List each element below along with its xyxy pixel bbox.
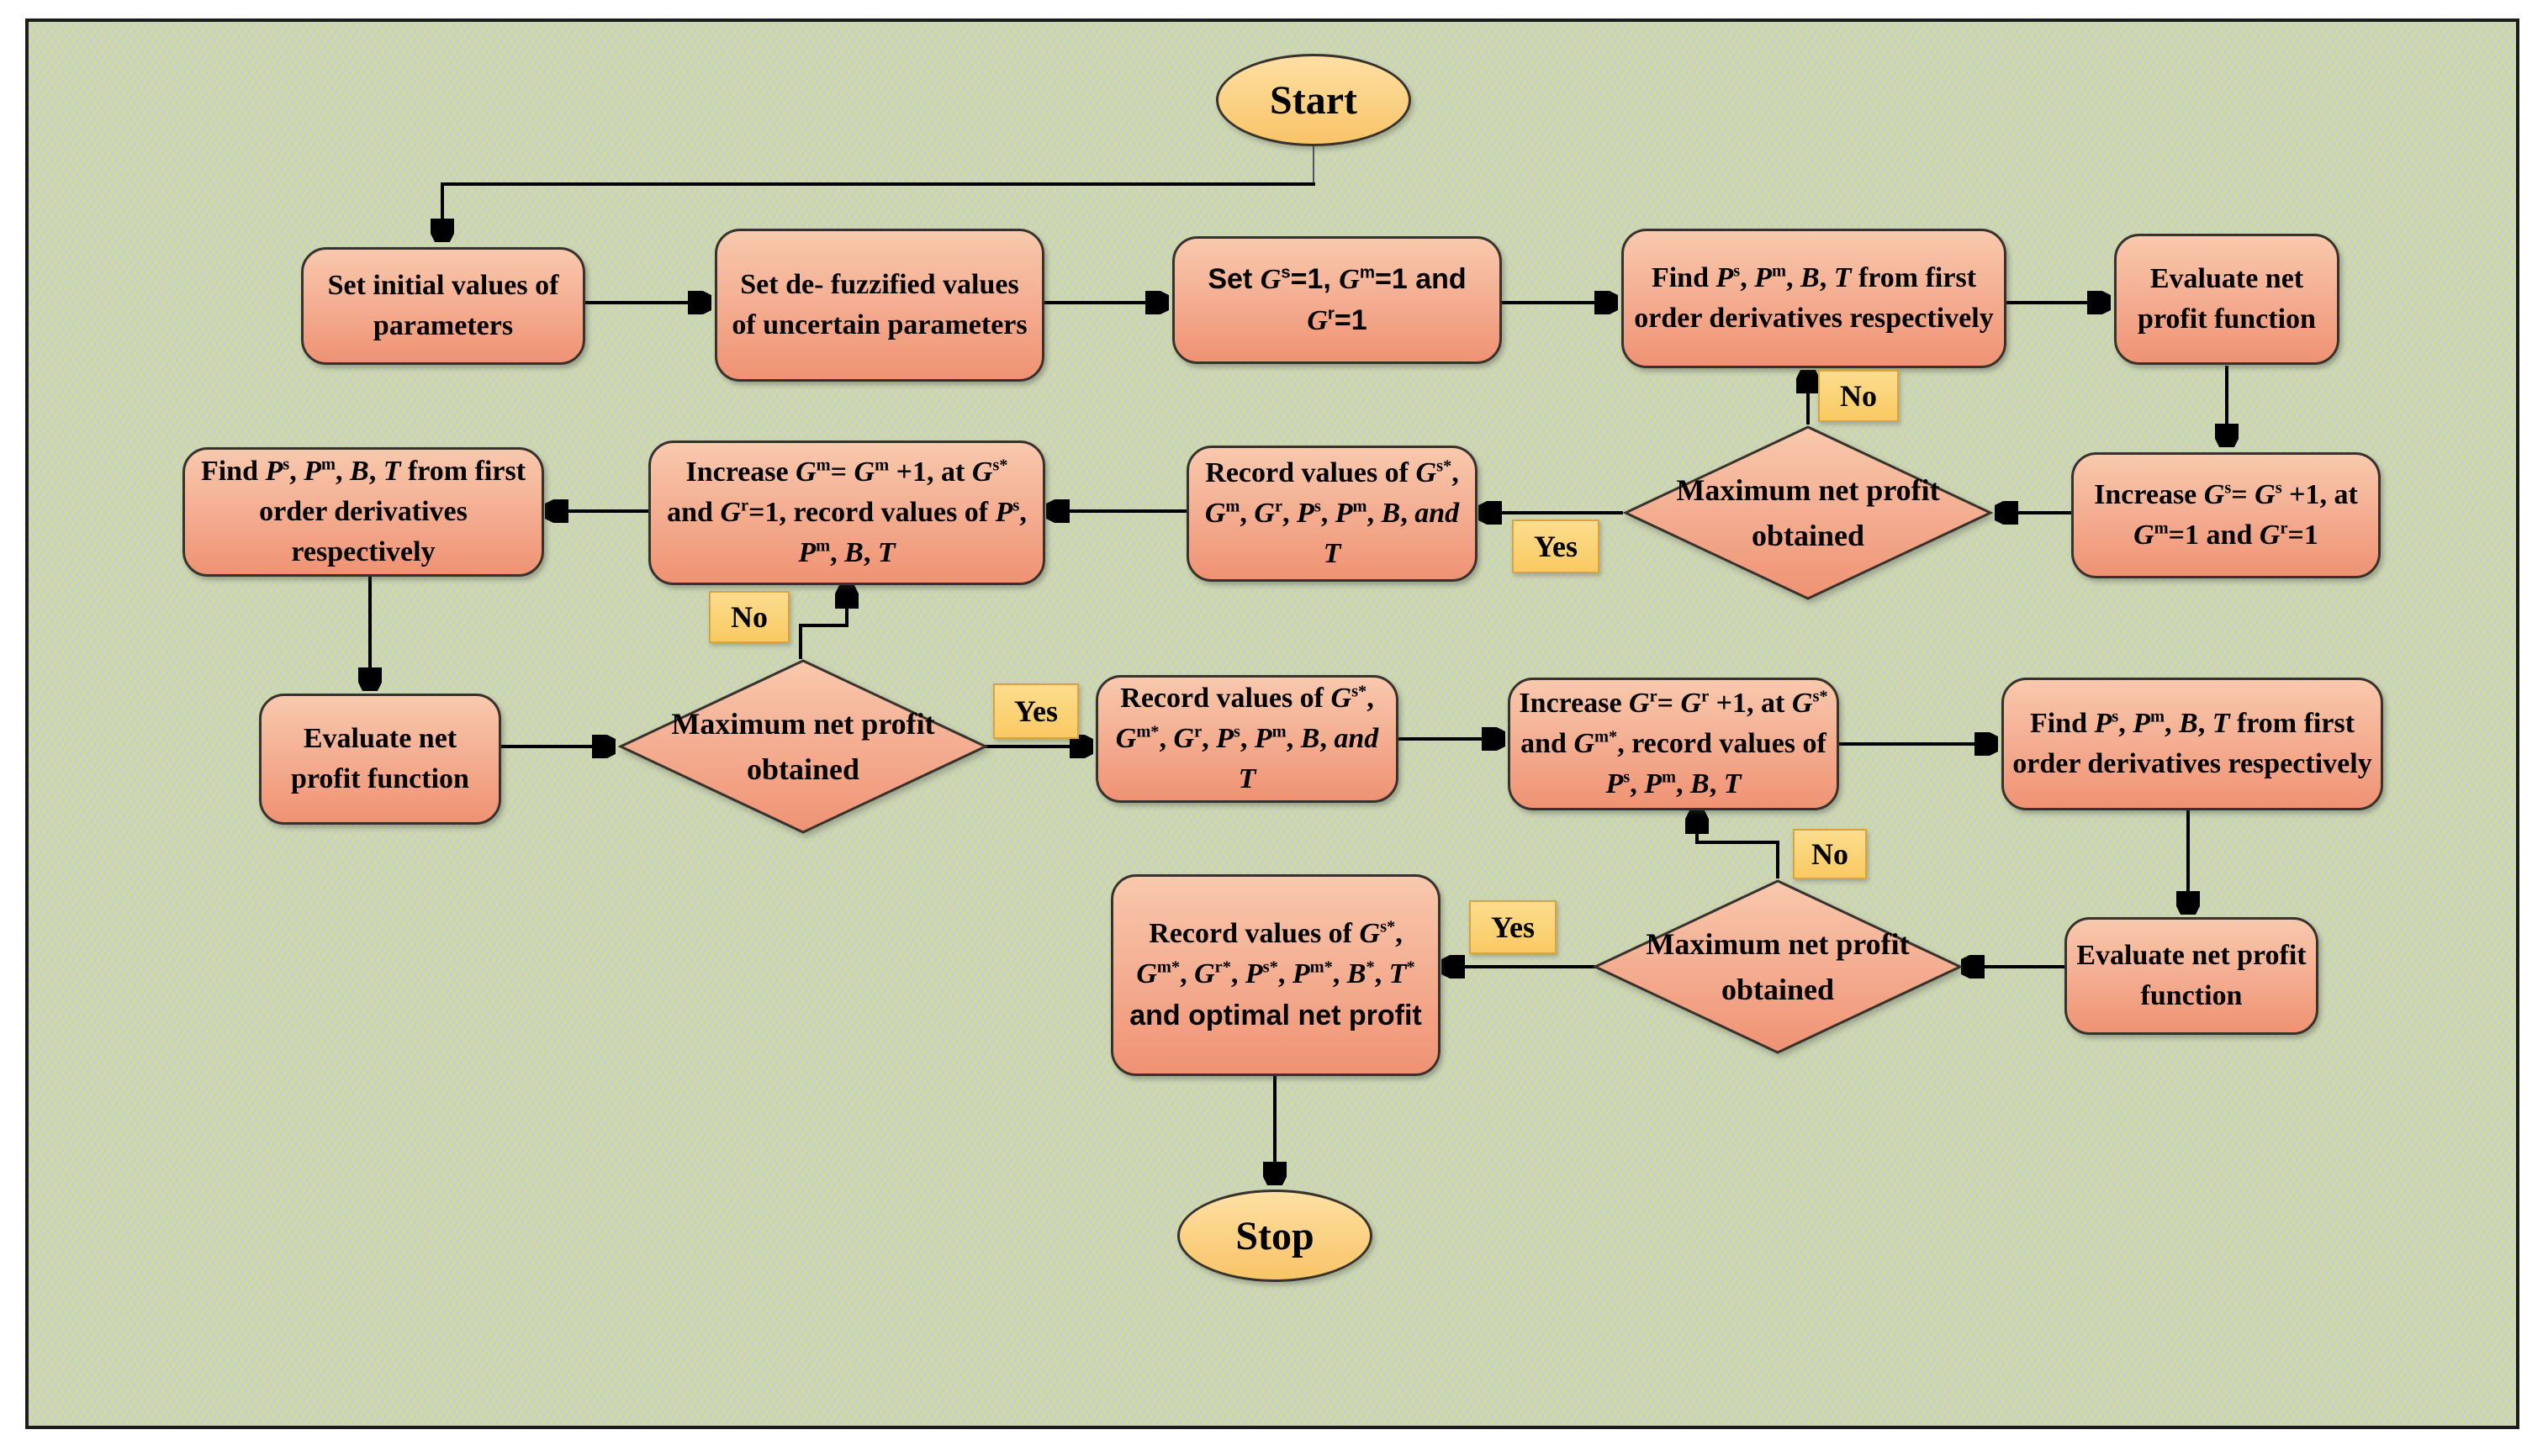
process-label: Find Ps, Pm, B, T from first order deriv… [2012,707,2372,779]
process-increase-gs: Increase Gs= Gs +1, at Gm=1 and Gr=1 [2071,452,2381,578]
connector-decision3-no-to-increase-gr [1697,814,1779,878]
process-find-derivatives-3: Find Ps, Pm, B, T from first order deriv… [2001,678,2383,810]
process-increase-gr: Increase Gr= Gr +1, at Gs* and Gm*, reco… [1508,678,1839,810]
start-label: Start [1270,77,1357,123]
process-label: Increase Gr= Gr +1, at Gs* and Gm*, reco… [1519,687,1828,800]
connector-start-to-set-initial [442,182,1315,239]
process-find-derivatives-2: Find Ps, Pm, B, T from first order deriv… [182,447,544,577]
process-increase-gm: Increase Gm= Gm +1, at Gs* and Gr=1, rec… [648,440,1045,585]
process-set-defuzzified-values: Set de- fuzzified values of uncertain pa… [715,229,1044,382]
process-label: Set Gs=1, Gm=1 and Gr=1 [1208,262,1467,336]
stop-label: Stop [1235,1213,1314,1258]
process-set-g-equal-one: Set Gs=1, Gm=1 and Gr=1 [1172,236,1502,364]
decision-max-net-profit-1: Maximum net profit obtained [1623,425,1993,601]
yes-tag-2: Yes [993,683,1079,739]
process-label: Evaluate net profit function [2076,939,2307,1011]
process-label: Evaluate net profit function [2138,262,2316,335]
process-label: Record values of Gs*, Gm*, Gr*, Ps*, Pm*… [1129,917,1422,1031]
no-tag-1: No [1818,370,1899,422]
process-set-initial-values: Set initial values of parameters [301,247,585,365]
process-label: Evaluate net profit function [291,722,469,794]
process-evaluate-net-profit-2: Evaluate net profit function [259,694,501,825]
process-find-derivatives-1: Find Ps, Pm, B, T from first order deriv… [1621,229,2006,368]
connector-decision2-no-to-increase-gm [799,588,847,659]
yes-tag-1: Yes [1512,520,1599,573]
process-evaluate-net-profit-1: Evaluate net profit function [2114,234,2339,365]
process-label: Increase Gm= Gm +1, at Gs* and Gr=1, rec… [667,456,1027,569]
stop-terminal: Stop [1177,1190,1372,1282]
diamond-shape [618,659,988,834]
decision-max-net-profit-3: Maximum net profit obtained [1593,878,1963,1055]
process-evaluate-net-profit-3: Evaluate net profit function [2064,917,2318,1035]
process-label: Set de- fuzzified values of uncertain pa… [732,268,1028,340]
yes-tag-3: Yes [1469,900,1557,954]
no-tag-3: No [1793,829,1867,879]
process-label: Find Ps, Pm, B, T from first order deriv… [1634,261,1994,334]
decision-label: Maximum net profit obtained [1676,473,1940,552]
process-label: Find Ps, Pm, B, T from first order deriv… [200,455,526,568]
decision-label: Maximum net profit obtained [1646,927,1910,1006]
process-label: Set initial values of parameters [327,269,559,341]
diamond-shape [1593,879,1963,1054]
no-tag-2: No [709,591,790,643]
decision-label: Maximum net profit obtained [671,707,935,786]
process-record-after-gm: Record values of Gs*, Gm*, Gr, Ps, Pm, B… [1096,675,1398,803]
decision-max-net-profit-2: Maximum net profit obtained [618,658,988,835]
process-label: Record values of Gs*, Gm, Gr, Ps, Pm, B,… [1204,456,1460,570]
process-label: Increase Gs= Gs +1, at Gm=1 and Gr=1 [2094,478,2358,551]
process-record-after-gs: Record values of Gs*, Gm, Gr, Ps, Pm, B,… [1187,446,1478,582]
diamond-shape [1623,425,1993,600]
start-terminal: Start [1216,54,1411,146]
process-record-final: Record values of Gs*, Gm*, Gr*, Ps*, Pm*… [1111,874,1441,1076]
process-label: Record values of Gs*, Gm*, Gr, Ps, Pm, B… [1115,682,1379,795]
